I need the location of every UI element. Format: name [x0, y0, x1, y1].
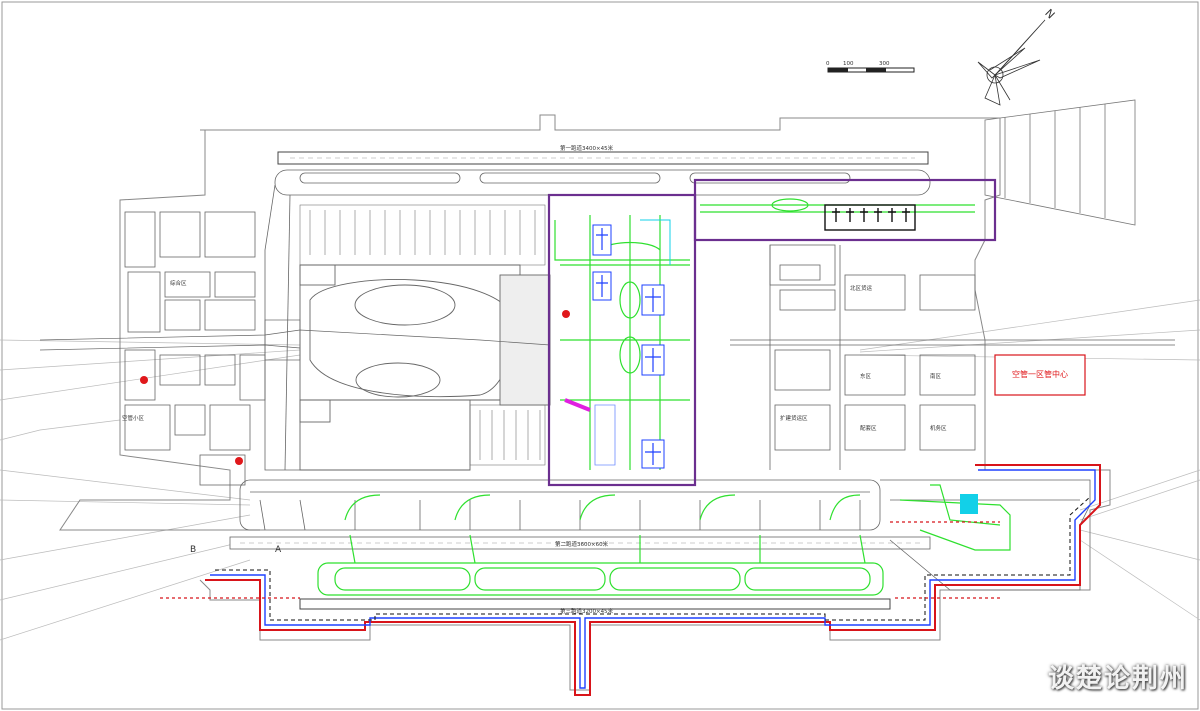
scale-tick-100: 100: [843, 61, 854, 67]
zone-south: 南区: [930, 372, 942, 380]
sw-dot: [235, 457, 243, 465]
approach-lines: [0, 299, 1200, 641]
project-boxes: [547, 178, 997, 487]
atc-center-callout: 空管一区管中心: [994, 354, 1086, 396]
watermark-text: 谈楚论荆州: [1047, 664, 1188, 694]
terminal-dot: [562, 310, 570, 318]
runway-1: 第一跑道3400×45米: [277, 144, 929, 165]
red-dashed-lines: [160, 521, 1000, 599]
approach-fan: [984, 99, 1136, 226]
red-dots: [140, 310, 570, 465]
runway-2-complex: [229, 479, 1091, 591]
west-interchange: [39, 319, 551, 361]
atc-area-dot: [140, 376, 148, 384]
atc-center-label: 空管一区管中心: [1012, 369, 1068, 379]
runway-1-label: 第一跑道3400×45米: [560, 144, 614, 152]
box-north-apron: [693, 178, 997, 242]
compass-rose: N: [977, 7, 1057, 106]
zone-sub1: 综合区: [170, 279, 187, 287]
zone-sub3: 配套区: [860, 424, 877, 432]
letter-b: B: [190, 545, 196, 555]
zone-exp-cargo: 扩建货运区: [780, 414, 808, 422]
east-buildings: [730, 244, 1175, 470]
airfield-boundary: [59, 114, 1111, 691]
atc-area-label: 空管小区: [122, 414, 145, 422]
letter-a: A: [275, 545, 282, 555]
security-fence: [205, 464, 1101, 696]
terminal-area: [299, 264, 551, 471]
runway-2-label: 第二跑道3600×60米: [555, 540, 609, 548]
west-buildings: [124, 211, 266, 486]
zone-north-area: 北区货运: [850, 284, 873, 292]
cyan-marker: [960, 494, 978, 514]
scale-tick-0: 0: [826, 61, 830, 67]
zone-sub2: 机务区: [930, 424, 947, 432]
ne-stand-row: [824, 204, 916, 231]
scale-tick-300: 300: [879, 61, 890, 67]
runway-3-label: 第三跑道3200×45米: [560, 607, 614, 615]
zone-east: 东区: [860, 372, 872, 380]
scale-bar: 0 100 300: [826, 61, 915, 73]
box-satellite-concourse: [547, 193, 697, 487]
blue-stands: [564, 219, 671, 469]
runway-3: 第三跑道3200×45米: [299, 598, 891, 615]
compass-north-label: N: [1042, 7, 1057, 22]
